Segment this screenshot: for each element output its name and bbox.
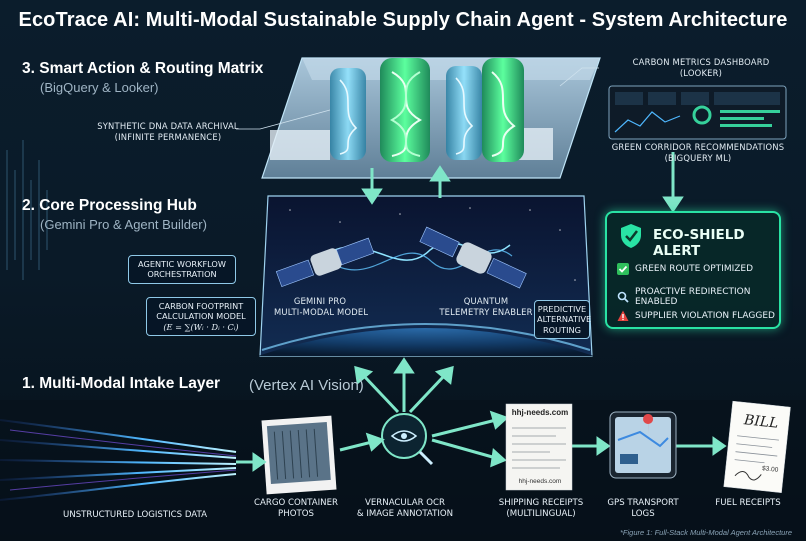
layer-1-subheading: (Vertex AI Vision) [249, 377, 364, 394]
layer-3-heading: 3. Smart Action & Routing Matrix [22, 60, 263, 78]
layer-2-subheading: (Gemini Pro & Agent Builder) [40, 217, 207, 232]
dashboard-label: CARBON METRICS DASHBOARD(LOOKER) [613, 57, 789, 78]
layer-2-heading: 2. Core Processing Hub [22, 197, 197, 215]
ocr-annotation-label: VERNACULAR OCR& IMAGE ANNOTATION [350, 498, 460, 520]
search-icon [617, 291, 629, 303]
receipt-footer: hhj-needs.com [510, 478, 570, 485]
receipt-header: hhj-needs.com [510, 408, 570, 417]
check-icon [617, 263, 629, 275]
page-title: EcoTrace AI: Multi-Modal Sustainable Sup… [0, 9, 806, 32]
alert-title: ECO-SHIELD ALERT [653, 227, 779, 259]
dna-lab-panel [262, 58, 600, 178]
green-corridor-label: GREEN CORRIDOR RECOMMENDATIONS(BIGQUERY … [598, 142, 798, 163]
fuel-receipts-label: FUEL RECEIPTS [700, 498, 796, 509]
dna-archival-label: SYNTHETIC DNA DATA ARCHIVAL(INFINITE PER… [96, 121, 240, 142]
alert-item-redirection: PROACTIVE REDIRECTION ENABLED [617, 287, 779, 307]
eco-shield-alert-panel: ECO-SHIELD ALERT GREEN ROUTE OPTIMIZED P… [605, 211, 781, 329]
layer-3-subheading: (BigQuery & Looker) [40, 80, 159, 95]
gps-tablet [610, 412, 676, 478]
layer-1-heading: 1. Multi-Modal Intake Layer [22, 375, 220, 393]
cargo-photo [262, 416, 337, 495]
alert-item-green-route: GREEN ROUTE OPTIMIZED [617, 263, 753, 275]
unstructured-data-label: UNSTRUCTURED LOGISTICS DATA [50, 510, 220, 521]
carbon-dashboard-panel [609, 86, 786, 139]
shield-icon [619, 223, 643, 249]
figure-caption: *Figure 1: Full-Stack Multi-Modal Agent … [620, 528, 792, 537]
warning-icon [617, 310, 629, 322]
alert-item-violation: SUPPLIER VIOLATION FLAGGED [617, 310, 775, 322]
shipping-receipts-label: SHIPPING RECEIPTS(MULTILINGUAL) [486, 498, 596, 520]
